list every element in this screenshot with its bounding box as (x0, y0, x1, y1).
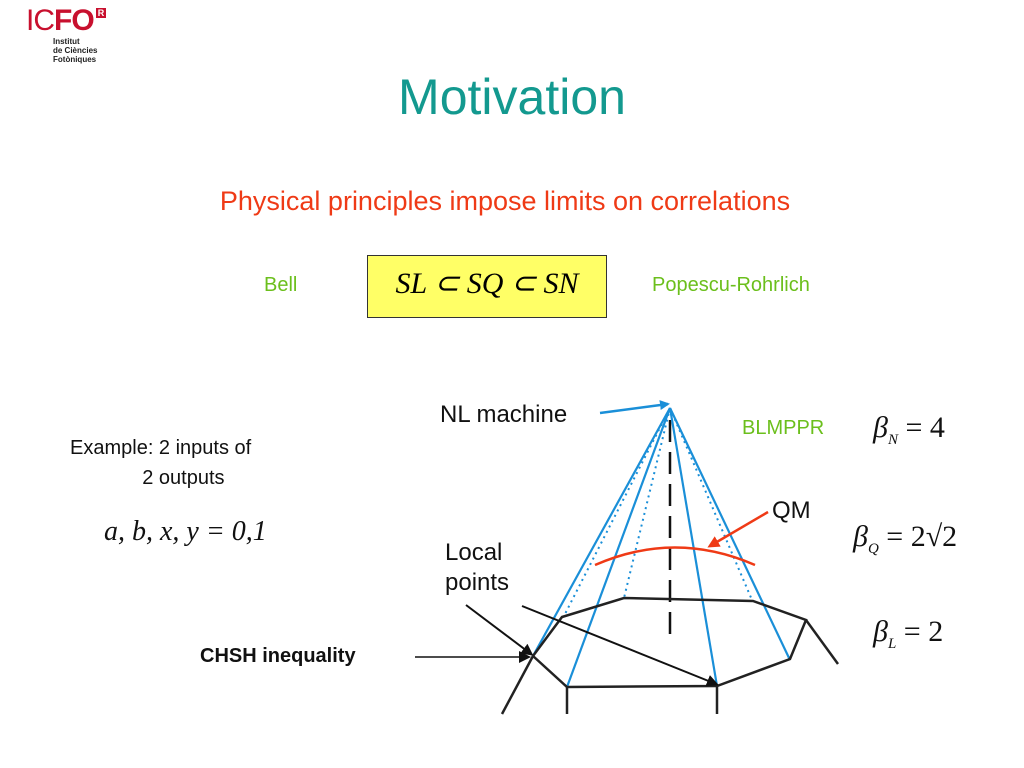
beta-q-symbol: β (853, 520, 868, 553)
beta-l-subscript: L (887, 636, 897, 652)
qm-arrow (707, 510, 769, 548)
example-text: Example: 2 inputs of 2 outputs (70, 437, 252, 489)
formula-box (367, 255, 607, 318)
polytope-back-edges (531, 596, 808, 689)
beta-q-subscript: Q (867, 541, 879, 557)
variables-formula: a, b, x, y = 0,1 (104, 516, 267, 547)
logo-line-3: Fotòniques (53, 55, 97, 64)
qm-boundary-arc (594, 546, 756, 567)
beta-local-formula: βL = 2 (873, 614, 943, 662)
dotted-line-1 (564, 407, 671, 615)
polytope-leg-1 (500, 655, 535, 715)
slide-title: Motivation (398, 69, 626, 125)
qm-label: QM (772, 497, 811, 524)
beta-n-subscript: N (887, 432, 898, 448)
beta-n-value: = 4 (897, 411, 945, 444)
beta-nonlocal-formula: βN = 4 (873, 410, 945, 458)
dotted-line-3 (669, 407, 753, 601)
cone-line-3 (668, 407, 719, 687)
logo-ic: IC (26, 4, 55, 37)
local-polytope (500, 596, 840, 715)
set-inclusion-formula: SL ⊂ SQ ⊂ SN (395, 267, 579, 300)
beta-l-symbol: β (873, 615, 888, 648)
beta-quantum-formula: βQ = 2√2 (853, 519, 957, 567)
beta-n-symbol: β (873, 411, 888, 444)
logo-line-1: Institut (53, 37, 80, 46)
logo-subtitle: Institut de Ciències Fotòniques (53, 37, 97, 64)
nl-machine-label: NL machine (440, 401, 568, 428)
beta-q-value: = 2√2 (878, 520, 958, 553)
quantum-cone-lines (564, 407, 753, 615)
blmppr-label: BLMPPR (742, 417, 825, 439)
popescu-rohrlich-label: Popescu-Rohrlich (652, 274, 810, 296)
slide-subtitle: Physical principles impose limits on cor… (219, 186, 791, 216)
local-arrow-2 (521, 605, 719, 687)
cone-line-2 (565, 407, 672, 688)
nl-machine-arrow (599, 400, 670, 415)
icfo-logo: ICFO (26, 4, 95, 38)
dotted-line-2 (623, 407, 671, 599)
logo-line-2: de Ciències (53, 46, 98, 55)
cone-line-1 (532, 407, 671, 657)
chsh-inequality-label: CHSH inequality (200, 645, 356, 667)
local-points-label: Local points (445, 539, 510, 596)
polytope-leg-4 (804, 619, 840, 665)
logo-fo: FO (54, 4, 95, 37)
bell-label: Bell (264, 274, 298, 296)
logo-registered-mark: R (96, 8, 106, 18)
local-arrow-1 (465, 604, 534, 656)
beta-l-value: = 2 (896, 615, 944, 648)
